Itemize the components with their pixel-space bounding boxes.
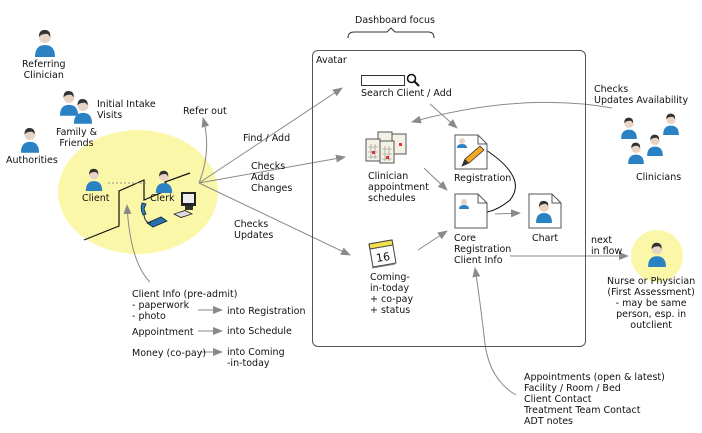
- search-client-input[interactable]: [361, 75, 405, 86]
- label-refer-out: Refer out: [183, 106, 227, 117]
- nurse-person-icon: [648, 242, 666, 267]
- label-coming-in-today: Coming- in-today + co-pay + status: [370, 272, 414, 316]
- label-appointment: Appointment: [132, 327, 194, 338]
- client-person-icon: [85, 168, 103, 191]
- schedule-books-icon: [365, 131, 407, 164]
- label-next-in-flow: next in flow: [591, 235, 623, 257]
- search-icon[interactable]: [406, 73, 420, 87]
- chart-document-icon: [528, 193, 562, 229]
- label-core-details: Appointments (open & latest) Facility / …: [524, 372, 665, 427]
- referring-clinician-person-icon: [35, 29, 55, 57]
- dashboard-brace: [347, 27, 435, 39]
- avatar-container: [312, 50, 586, 347]
- arrow-find-add: [198, 87, 343, 184]
- label-checks-adds-changes: Checks Adds Changes: [251, 161, 293, 194]
- core-registration-document-icon: [454, 193, 488, 229]
- label-find-add: Find / Add: [243, 133, 291, 144]
- label-nurse-physician: Nurse or Physician (First Assessment) - …: [607, 276, 696, 331]
- label-checks-updates: Checks Updates: [234, 219, 274, 241]
- label-schedules: Clinician appointment schedules: [368, 171, 429, 204]
- label-chart: Chart: [532, 233, 559, 244]
- calendar-day: 16: [375, 250, 391, 265]
- arrow-checks-adds: [198, 154, 346, 184]
- phone-icon: [140, 202, 168, 228]
- computer-icon: [173, 192, 196, 218]
- arrow-client-info: [123, 204, 151, 283]
- clinician-person-icon: [621, 117, 637, 139]
- client-clerk-highlight: [58, 130, 218, 254]
- arrow-calendar-to-core: [417, 230, 448, 251]
- authorities-person-icon: [20, 128, 40, 153]
- registration-document-icon: [454, 134, 488, 170]
- label-client: Client: [82, 193, 110, 204]
- conversation-line: [83, 172, 191, 241]
- arrow-schedules-to-core: [423, 167, 448, 191]
- arrow-search-to-registration: [429, 103, 458, 129]
- label-client-info: Client Info (pre-admit) - paperwork - ph…: [132, 289, 238, 322]
- label-authorities: Authorities: [6, 155, 58, 166]
- label-referring-clinician: Referring Clinician: [22, 59, 66, 81]
- label-clerk: Clerk: [150, 193, 175, 204]
- label-search-client: Search Client / Add: [361, 88, 452, 99]
- label-avatar: Avatar: [316, 55, 347, 66]
- label-family-friends: Family & Friends: [56, 127, 97, 149]
- label-into-coming: into Coming -in-today: [227, 347, 285, 369]
- clinician-person-icon: [647, 134, 663, 156]
- registration-core-link: [485, 149, 516, 213]
- arrow-refer-out: [198, 117, 210, 184]
- clinician-person-icon: [663, 113, 679, 135]
- clinician-person-icon: [628, 142, 644, 164]
- arrow-core-to-chart: [494, 209, 521, 218]
- label-clinicians-checks: Checks Updates Availability: [594, 84, 689, 106]
- label-core-registration: Core Registration Client Info: [454, 233, 512, 266]
- label-dashboard-focus: Dashboard focus: [355, 15, 435, 26]
- clerk-person-icon: [155, 170, 173, 193]
- label-into-registration: into Registration: [227, 306, 306, 317]
- arrow-clinicians-to-schedules: [411, 101, 613, 124]
- nurse-highlight: [631, 230, 683, 282]
- calendar-icon: 16: [368, 239, 397, 269]
- arrow-details-to-core: [472, 267, 517, 396]
- intake-person-icon: [73, 99, 93, 124]
- arrow-checks-updates: [198, 182, 351, 256]
- label-money: Money (co-pay): [132, 348, 207, 359]
- label-initial-intake: Initial Intake Visits: [97, 99, 156, 121]
- family-person-icon: [59, 91, 79, 116]
- label-registration: Registration: [454, 173, 512, 184]
- label-clinicians: Clinicians: [636, 172, 682, 183]
- label-into-schedule: into Schedule: [227, 326, 292, 337]
